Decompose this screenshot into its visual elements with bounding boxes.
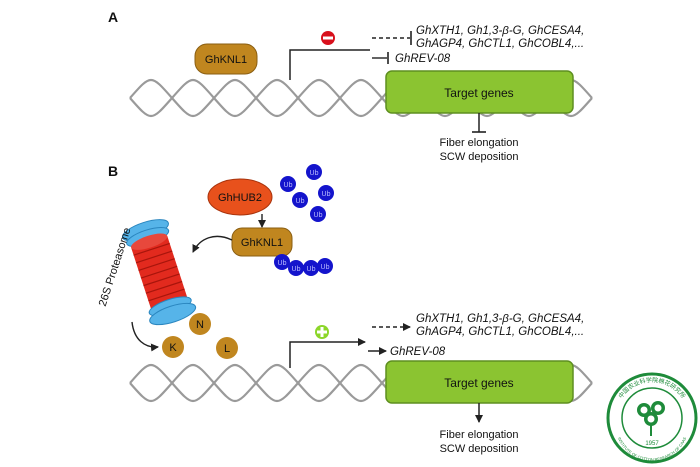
genes-list-b-line2: GhAGP4, GhCTL1, GhCOBL4,...	[416, 326, 584, 338]
ub-text: Ub	[321, 264, 330, 271]
rev-gene-label-a: GhREV-08	[395, 53, 451, 65]
outcome-a-line2: SCW deposition	[440, 151, 519, 163]
promoter-line-a	[289, 49, 370, 80]
genes-list-a-line1: GhXTH1, Gh1,3-β-G, GhCESA4,	[416, 25, 584, 37]
ub-text: Ub	[310, 170, 319, 177]
ub-text: Ub	[278, 260, 287, 267]
ubiquitin-bead: Ub	[310, 206, 326, 222]
ub-text: Ub	[307, 266, 316, 273]
outcome-a-line1: Fiber elongation	[440, 137, 519, 149]
ubiquitin-bead: Ub	[318, 185, 334, 201]
ghknl1-protein-a	[194, 43, 258, 75]
aa-l-label: L	[224, 343, 230, 355]
ubiquitin-cluster-upper: Ub Ub Ub Ub Ub	[280, 164, 334, 222]
ubiquitin-chain-lower: Ub Ub Ub Ub	[274, 254, 333, 276]
ubiquitin-bead: Ub	[274, 254, 290, 270]
proteasome-label: 26S Proteasome	[97, 226, 134, 308]
amino-acid-k: K	[162, 336, 184, 358]
promoter-line-b	[289, 338, 366, 368]
ghknl1-label-b: GhKNL1	[241, 237, 283, 249]
repression-minus-icon	[321, 31, 335, 45]
ub-text: Ub	[322, 191, 331, 198]
panel-a-label: A	[108, 9, 118, 25]
outcome-b-line2: SCW deposition	[440, 443, 519, 455]
logo-year: 1957	[645, 441, 659, 447]
panel-a: A Target genes GhKNL1 GhXTH1, Gh1,3-β-G,…	[108, 9, 593, 163]
ubiquitin-bead: Ub	[303, 260, 319, 276]
knl1-to-proteasome-arrow	[192, 235, 233, 253]
proteasome-26s	[122, 219, 197, 326]
amino-acid-l: L	[216, 337, 238, 359]
proteasome-to-aa-arrow	[131, 321, 159, 352]
ubiquitin-bead: Ub	[317, 258, 333, 274]
aa-k-label: K	[169, 342, 177, 354]
ubiquitin-bead: Ub	[306, 164, 322, 180]
ghknl1-label-a: GhKNL1	[205, 54, 247, 66]
panel-b: B GhHUB2 GhKNL1 Ub Ub Ub Ub Ub Ub Ub Ub …	[97, 163, 593, 455]
genes-list-b-line1: GhXTH1, Gh1,3-β-G, GhCESA4,	[416, 313, 584, 325]
ub-text: Ub	[296, 198, 305, 205]
institute-logo: 1957 中国农业科学院棉花研究所 INSTITUTE OF COTTON RE…	[606, 372, 698, 464]
activation-plus-icon	[315, 325, 329, 339]
genes-list-a-line2: GhAGP4, GhCTL1, GhCOBL4,...	[416, 38, 584, 50]
ubiquitin-bead: Ub	[280, 176, 296, 192]
ubiquitin-bead: Ub	[288, 260, 304, 276]
cotton-boll-icon	[637, 401, 665, 436]
rev-gene-label-b: GhREV-08	[390, 346, 446, 358]
ghknl1-protein-b	[231, 227, 293, 257]
ub-text: Ub	[314, 212, 323, 219]
target-genes-label-a: Target genes	[444, 86, 513, 100]
amino-acid-n: N	[189, 313, 211, 335]
ubiquitin-bead: Ub	[292, 192, 308, 208]
panel-b-label: B	[108, 163, 118, 179]
target-genes-label-b: Target genes	[444, 376, 513, 390]
ub-text: Ub	[292, 266, 301, 273]
aa-n-label: N	[196, 319, 204, 331]
ghhub2-label: GhHUB2	[218, 192, 262, 204]
ub-text: Ub	[284, 182, 293, 189]
ghhub2-protein	[207, 178, 273, 216]
outcome-b-line1: Fiber elongation	[440, 429, 519, 441]
